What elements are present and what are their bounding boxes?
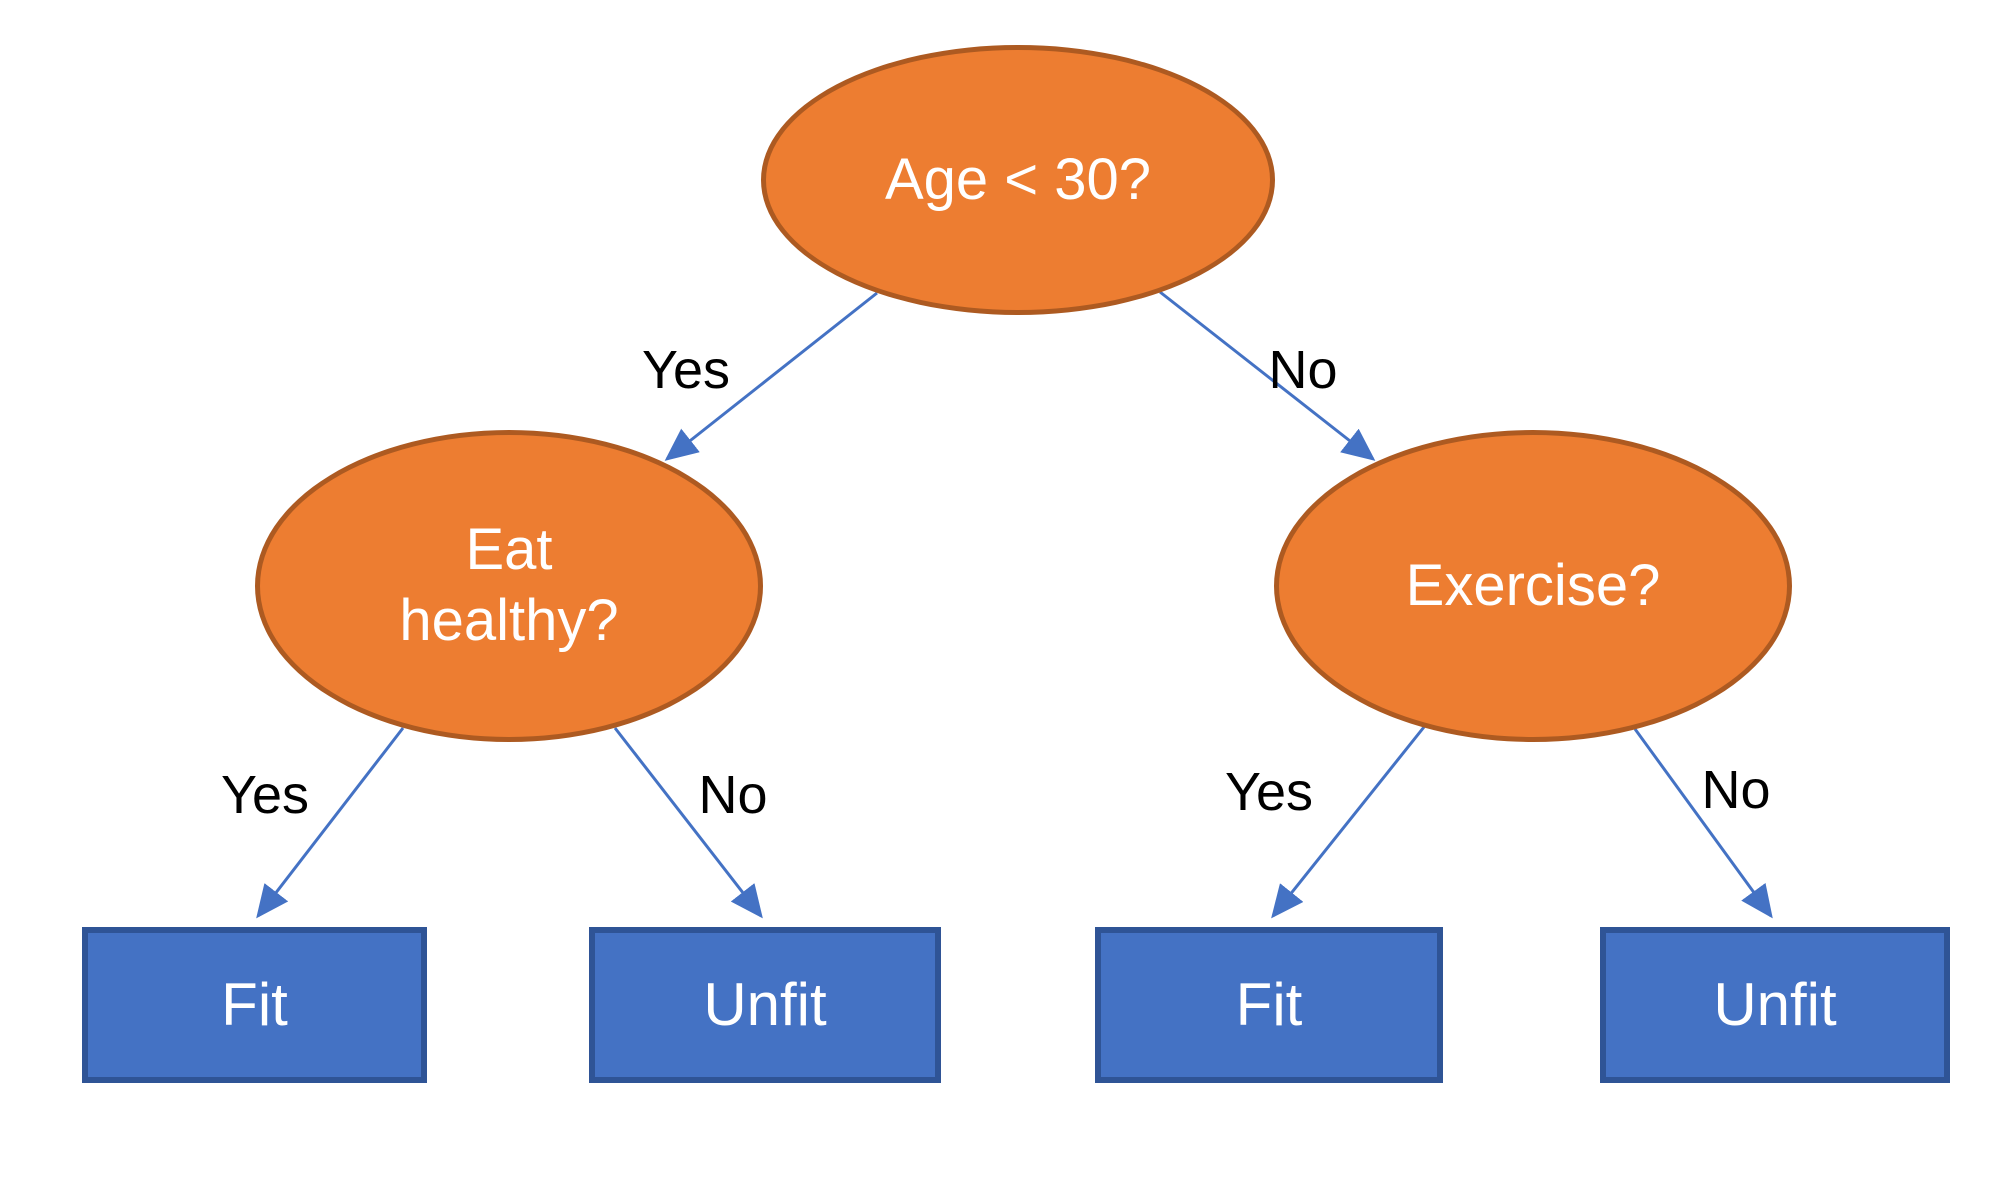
leaf-fit-right: Fit xyxy=(1095,927,1443,1083)
edge-eathealthy-no xyxy=(613,727,763,919)
node-label: Exercise? xyxy=(1405,552,1661,618)
edge-exercise-no xyxy=(1633,728,1773,919)
node-exercise: Exercise? xyxy=(1274,430,1792,742)
leaf-label: Fit xyxy=(1235,971,1303,1039)
leaf-fit-left: Fit xyxy=(82,927,427,1083)
node-root-age: Age < 30? xyxy=(761,45,1275,315)
edge-root-yes xyxy=(664,291,878,461)
edge-label-no-exercise: No xyxy=(1701,760,1771,820)
leaf-unfit-left: Unfit xyxy=(589,927,941,1083)
edge-label-yes-eathealthy: Yes xyxy=(220,765,310,825)
leaf-label: Unfit xyxy=(1713,971,1837,1039)
edge-label-no-root-right: No xyxy=(1268,340,1338,400)
leaf-unfit-right: Unfit xyxy=(1600,927,1950,1083)
edge-root-no xyxy=(1159,290,1376,461)
edge-label-yes-exercise: Yes xyxy=(1224,762,1314,822)
edge-exercise-yes xyxy=(1271,726,1426,919)
edge-label-no-eathealthy: No xyxy=(698,765,768,825)
node-eat-healthy: Eat healthy? xyxy=(255,430,763,742)
leaf-label: Fit xyxy=(221,971,288,1039)
node-label: Eat healthy? xyxy=(399,517,619,653)
leaf-label: Unfit xyxy=(703,971,827,1039)
node-label: Age < 30? xyxy=(884,146,1152,212)
edge-eathealthy-yes xyxy=(256,727,405,919)
edge-label-yes-root-left: Yes xyxy=(641,340,731,400)
